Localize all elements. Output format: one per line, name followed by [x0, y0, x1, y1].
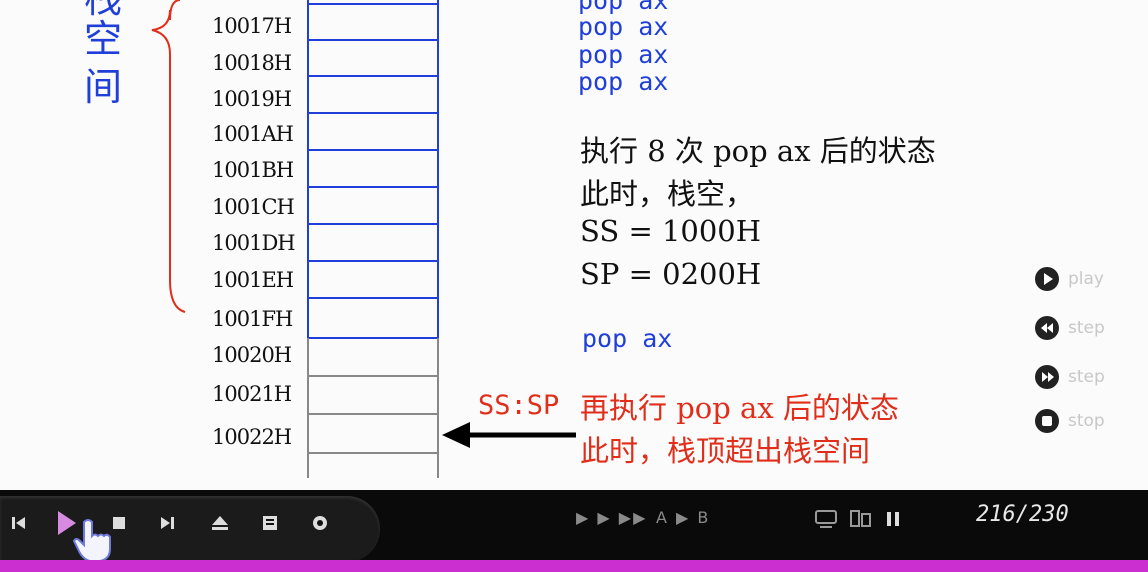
stop-control-label: stop — [1068, 411, 1105, 431]
subtitle-button[interactable] — [812, 504, 842, 534]
address-label: 1001EH — [212, 268, 294, 292]
playback-speed-icons[interactable]: ▶ ▶ ▶▶ — [576, 508, 648, 527]
step-forward-icon — [1035, 365, 1059, 389]
address-label: 1001AH — [212, 122, 294, 146]
address-label: 10017H — [212, 14, 292, 38]
pause-icon — [887, 512, 899, 526]
progress-strip[interactable] — [0, 560, 1148, 572]
step-back-control-label: step — [1068, 318, 1105, 338]
ab-repeat-label[interactable]: A ▶ B — [656, 508, 711, 527]
stack-pointer-arrow — [442, 422, 576, 448]
stack-label-char-3: 间 — [84, 65, 123, 109]
address-label: 1001DH — [212, 231, 296, 255]
stop-control[interactable]: stop — [1034, 408, 1105, 434]
ss-register-value: SS = 1000H — [580, 214, 762, 248]
skip-forward-icon — [161, 517, 174, 529]
address-label: 10022H — [212, 425, 292, 449]
code-line: pop ax — [578, 0, 669, 15]
sp-register-value: SP = 0200H — [580, 257, 762, 291]
step-back-control[interactable]: step — [1034, 315, 1105, 341]
previous-button[interactable] — [4, 508, 34, 538]
step-back-icon — [1035, 316, 1059, 340]
next-button[interactable] — [152, 508, 182, 538]
play-button[interactable] — [52, 508, 82, 538]
address-label: 1001CH — [212, 195, 295, 219]
play-control[interactable]: play — [1034, 266, 1104, 292]
stack-label-char-1: 栈 — [84, 0, 122, 18]
stop-button[interactable] — [104, 508, 134, 538]
slide-counter: 216/230 — [976, 502, 1069, 527]
play-control-label: play — [1068, 269, 1104, 289]
address-label: 10018H — [212, 51, 292, 75]
gear-icon — [313, 516, 327, 530]
step-forward-control-label: step — [1068, 367, 1105, 387]
media-player-bar: ▶ ▶ ▶▶ A ▶ B 216/230 — [0, 490, 1148, 572]
overflow-description-title: 再执行 pop ax 后的状态 — [580, 391, 899, 425]
audio-track-icon — [850, 510, 871, 527]
state-description-title: 执行 8 次 pop ax 后的状态 — [580, 134, 936, 168]
eject-icon — [212, 516, 228, 530]
memory-cells — [307, 0, 439, 478]
stack-label-char-2: 空 — [84, 17, 123, 61]
cursor-hand-icon — [70, 516, 120, 562]
code-line: pop ax — [578, 40, 669, 69]
step-forward-control[interactable]: step — [1034, 364, 1105, 390]
address-label: 1001BH — [212, 158, 294, 182]
state-description-empty: 此时，栈空， — [580, 177, 755, 211]
stop-icon — [1035, 409, 1059, 433]
address-label: 10020H — [212, 343, 292, 367]
stack-range-brace — [151, 0, 186, 313]
playlist-button[interactable] — [255, 508, 285, 538]
eject-button[interactable] — [205, 508, 235, 538]
play-icon — [1035, 267, 1059, 291]
code-line: pop ax — [578, 12, 669, 41]
pause-button[interactable] — [878, 504, 908, 534]
code-line: pop ax — [578, 67, 669, 96]
slide-canvas: 栈 空 间 10017H 10018H 10019H 1001AH 1001BH… — [84, 0, 1105, 478]
subtitle-icon — [815, 510, 837, 528]
playlist-icon — [263, 516, 277, 530]
address-label: 10019H — [212, 87, 292, 111]
stop-icon — [113, 517, 125, 529]
play-icon — [58, 511, 76, 535]
audio-track-button[interactable] — [846, 504, 876, 534]
address-label: 10021H — [212, 382, 292, 406]
overflow-description-detail: 此时，栈顶超出栈空间 — [580, 434, 871, 468]
address-label: 1001FH — [212, 307, 293, 331]
skip-back-icon — [12, 517, 25, 529]
next-instruction: pop ax — [582, 324, 673, 353]
ss-sp-pointer-label: SS:SP — [478, 390, 560, 421]
settings-button[interactable] — [305, 508, 335, 538]
